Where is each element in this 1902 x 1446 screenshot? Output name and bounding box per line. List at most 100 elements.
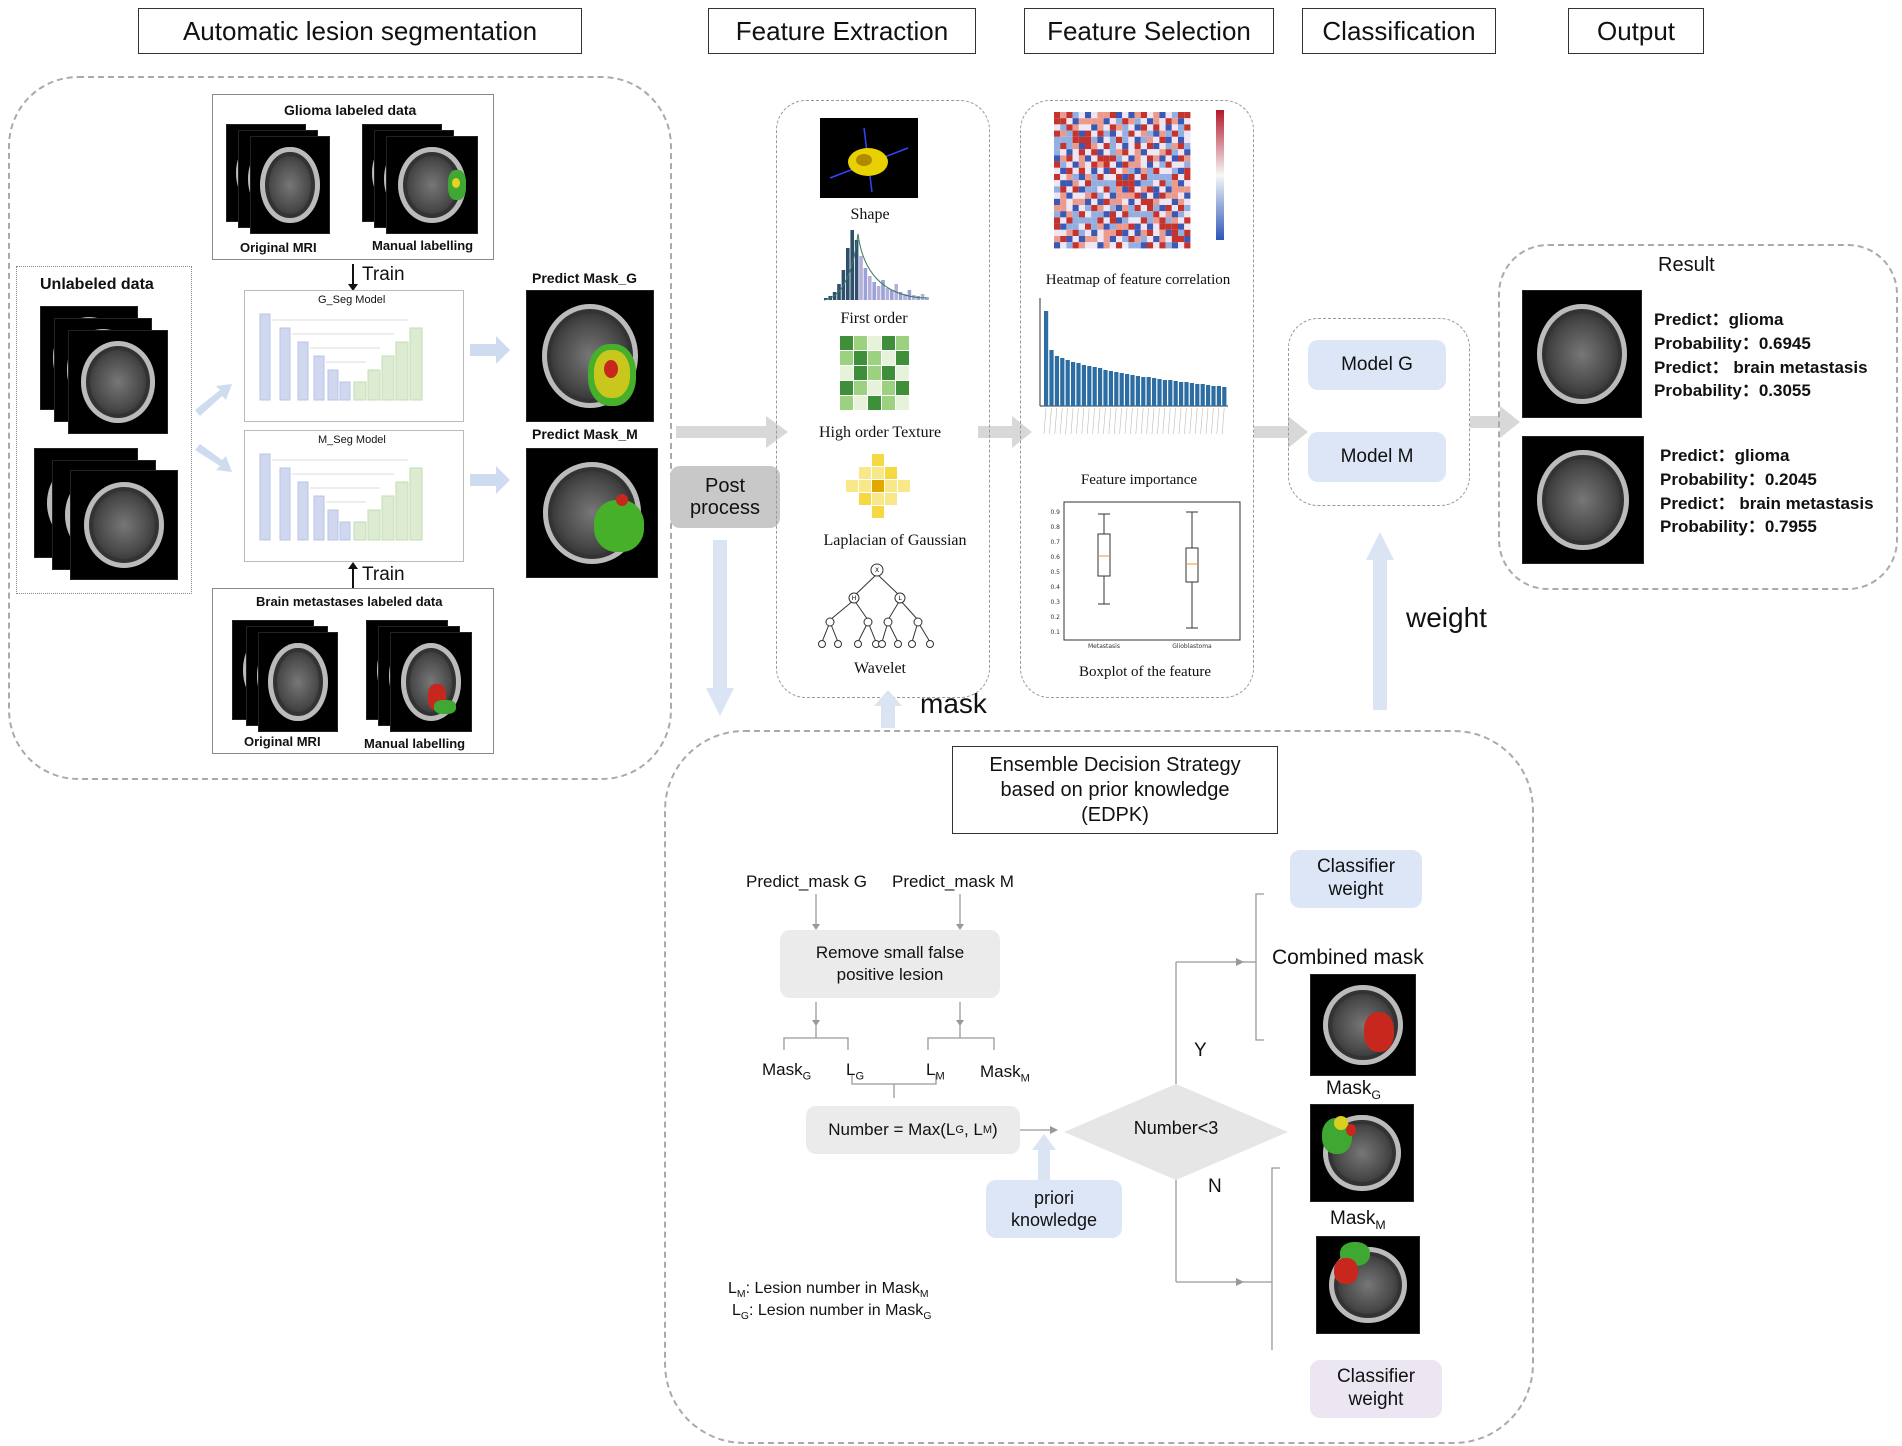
heatmap-cell xyxy=(1116,223,1123,230)
heatmap-cell xyxy=(1140,186,1147,193)
heatmap-cell xyxy=(1165,192,1172,199)
g-seg-unet-icon xyxy=(259,313,423,401)
heatmap-cell xyxy=(1085,167,1092,174)
heatmap-cell xyxy=(1097,211,1104,218)
heatmap-cell xyxy=(1085,186,1092,193)
heatmap-cell xyxy=(1140,236,1147,243)
heatmap-cell xyxy=(1078,136,1085,143)
heatmap-cell xyxy=(1184,149,1191,156)
heatmap-cell xyxy=(1060,130,1067,137)
heatmap-cell xyxy=(1097,223,1104,230)
result-1-text: Predict：glioma Probability：0.6945 Predic… xyxy=(1654,308,1868,403)
heatmap-cell xyxy=(1072,217,1079,224)
heatmap-cell xyxy=(1165,174,1172,181)
heatmap-cell xyxy=(1109,130,1116,137)
log-cell xyxy=(859,493,871,505)
lm-label: LM xyxy=(926,1060,945,1082)
heatmap-cell xyxy=(1171,174,1178,181)
heatmap-cell xyxy=(1109,112,1116,119)
decision-text: Number<3 xyxy=(1133,1118,1219,1138)
heatmap-cell xyxy=(1103,211,1110,218)
importance-bar xyxy=(1049,350,1054,406)
heatmap-cell xyxy=(1153,143,1160,150)
legend-lm: LM: Lesion number in MaskM xyxy=(728,1280,929,1300)
texture-cell xyxy=(896,351,909,365)
importance-bar xyxy=(1119,373,1124,406)
heatmap-cell xyxy=(1072,112,1079,119)
heatmap-cell xyxy=(1171,205,1178,212)
heatmap-cell xyxy=(1178,205,1185,212)
header-segmentation: Automatic lesion segmentation xyxy=(138,8,582,54)
heatmap-cell xyxy=(1066,174,1073,181)
importance-bar xyxy=(1060,358,1065,406)
heatmap-cell xyxy=(1097,229,1104,236)
heatmap-cell xyxy=(1109,167,1116,174)
predict-mask-g-image xyxy=(526,290,654,422)
heatmap-cell xyxy=(1178,112,1185,119)
heatmap-cell xyxy=(1159,174,1166,181)
heatmap-cell xyxy=(1109,161,1116,168)
heatmap-cell xyxy=(1153,217,1160,224)
heatmap-cell xyxy=(1165,167,1172,174)
heatmap-cell xyxy=(1171,236,1178,243)
heatmap-cell xyxy=(1054,236,1061,243)
heatmap-cell xyxy=(1103,180,1110,187)
heatmap-cell xyxy=(1153,236,1160,243)
heatmap-cell xyxy=(1103,161,1110,168)
heatmap-cell xyxy=(1153,149,1160,156)
heatmap-cell xyxy=(1078,186,1085,193)
heatmap-cell xyxy=(1122,161,1129,168)
heatmap-cell xyxy=(1091,155,1098,162)
heatmap-cell xyxy=(1066,124,1073,131)
importance-xtick xyxy=(1054,407,1058,435)
heatmap-cell xyxy=(1060,174,1067,181)
mask-m-title: MaskM xyxy=(1330,1208,1386,1232)
box-ytick: 0.8 xyxy=(1050,524,1060,531)
heatmap-cell xyxy=(1147,124,1154,131)
importance-xtick xyxy=(1151,407,1155,435)
heatmap-cell xyxy=(1078,124,1085,131)
output-panel xyxy=(1498,244,1898,590)
wavelet-tree-icon: X H L xyxy=(818,563,934,648)
heatmap-cell xyxy=(1140,112,1147,119)
heatmap-cell xyxy=(1078,236,1085,243)
remove-line-2: positive lesion xyxy=(836,965,944,984)
unet-encoder-block xyxy=(313,495,325,541)
mask-g-title-text: Mask xyxy=(1326,1078,1372,1099)
mask-m-label: MaskM xyxy=(980,1062,1030,1084)
heatmap-cell xyxy=(1116,174,1123,181)
importance-bar xyxy=(1195,384,1200,406)
heatmap-cell xyxy=(1184,186,1191,193)
heatmap-cell xyxy=(1153,161,1160,168)
importance-xtick xyxy=(1211,407,1214,435)
heatmap-cell xyxy=(1109,149,1116,156)
heatmap-cell xyxy=(1184,143,1191,150)
heatmap-cell xyxy=(1072,242,1079,249)
heatmap-cell xyxy=(1060,192,1067,199)
importance-xtick xyxy=(1076,407,1079,435)
heatmap-cell xyxy=(1140,124,1147,131)
heatmap-cell xyxy=(1134,155,1141,162)
heatmap-cell xyxy=(1178,180,1185,187)
heatmap-cell xyxy=(1109,118,1116,125)
heatmap-cell xyxy=(1072,180,1079,187)
heatmap-cell xyxy=(1134,186,1141,193)
heatmap-cell xyxy=(1122,143,1129,150)
train-arrow-head xyxy=(348,284,358,291)
heatmap-cell xyxy=(1109,174,1116,181)
texture-cell xyxy=(896,381,909,395)
heatmap-cell xyxy=(1072,198,1079,205)
heatmap-cell xyxy=(1178,174,1185,181)
heatmap-cell xyxy=(1147,161,1154,168)
heatmap-cell xyxy=(1140,223,1147,230)
heatmap-cell xyxy=(1128,118,1135,125)
heatmap-cell xyxy=(1159,155,1166,162)
heatmap-cell xyxy=(1153,130,1160,137)
heatmap-cell xyxy=(1178,223,1185,230)
lesion-label-yellow xyxy=(452,178,460,188)
heatmap-image xyxy=(1054,110,1224,249)
importance-xtick xyxy=(1092,407,1095,435)
texture-cell xyxy=(854,366,867,380)
legend-lm-sub2: M xyxy=(919,1289,929,1301)
post-to-edpk-arrow xyxy=(706,540,734,716)
